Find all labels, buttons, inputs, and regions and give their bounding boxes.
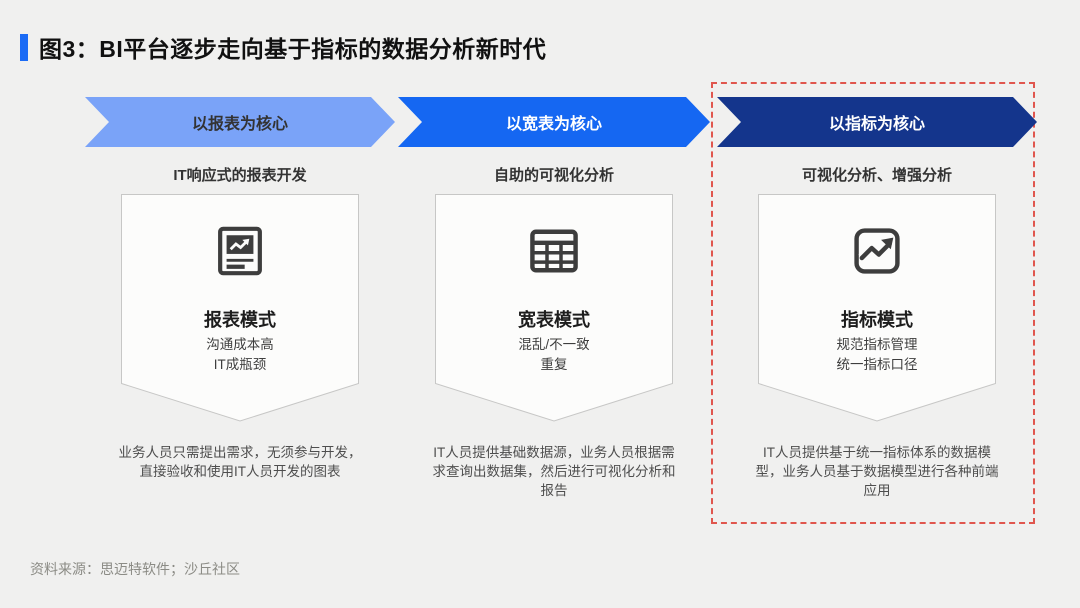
stage-subtitle: 可视化分析、增强分析 bbox=[801, 167, 952, 184]
mode-card: 指标模式 规范指标管理 统一指标口径 bbox=[758, 194, 996, 422]
figure-title: 图3：BI平台逐步走向基于指标的数据分析新时代 bbox=[39, 36, 547, 62]
source-note: 资料来源：思迈特软件；沙丘社区 bbox=[30, 561, 240, 577]
mode-trait-line: 混乱/不一致 bbox=[518, 337, 590, 352]
mode-trait-line: IT成瓶颈 bbox=[213, 357, 267, 372]
mode-title: 指标模式 bbox=[841, 310, 913, 330]
mode-trait-line: 重复 bbox=[540, 357, 568, 372]
stage-subtitle: 自助的可视化分析 bbox=[493, 167, 614, 184]
stage-column-report: 以报表为核心 IT响应式的报表开发 报表模式 沟通成本 bbox=[85, 97, 395, 481]
mode-title: 宽表模式 bbox=[518, 310, 590, 330]
stage-column-wide-table: 以宽表为核心 自助的可视化分析 宽表模式 混乱/不一致 bbox=[398, 97, 710, 500]
stage-column-metrics: 以指标为核心 可视化分析、增强分析 指标模式 规范指标管理 统一指标口径 bbox=[717, 97, 1037, 500]
mode-card: 报表模式 沟通成本高 IT成瓶颈 bbox=[121, 194, 359, 422]
title-accent-bar bbox=[20, 33, 28, 61]
shield-outline bbox=[758, 194, 996, 422]
shield-outline bbox=[121, 194, 359, 422]
table-grid-icon bbox=[526, 222, 582, 280]
mode-trait-line: 规范指标管理 bbox=[836, 337, 918, 352]
report-chart-icon bbox=[212, 222, 268, 280]
stage-arrow-banner: 以指标为核心 bbox=[717, 97, 1037, 147]
stage-arrow-banner: 以宽表为核心 bbox=[398, 97, 710, 147]
figure-title-row: 图3：BI平台逐步走向基于指标的数据分析新时代 bbox=[20, 30, 546, 64]
mode-title: 报表模式 bbox=[204, 310, 276, 330]
mode-card: 宽表模式 混乱/不一致 重复 bbox=[435, 194, 673, 422]
mode-card-content: 报表模式 沟通成本高 IT成瓶颈 bbox=[121, 194, 359, 422]
stage-description: IT人员提供基于统一指标体系的数据模型，业务人员基于数据模型进行各种前端应用 bbox=[755, 445, 999, 498]
stage-arrow-banner: 以报表为核心 bbox=[85, 97, 395, 147]
mode-card-content: 指标模式 规范指标管理 统一指标口径 bbox=[758, 194, 996, 422]
stage-description: IT人员提供基础数据源，业务人员根据需求查询出数据集，然后进行可视化分析和报告 bbox=[432, 445, 676, 498]
mode-trait-line: 统一指标口径 bbox=[836, 357, 918, 372]
trend-up-icon bbox=[849, 222, 905, 280]
stage-description: 业务人员只需提出需求，无须参与开发，直接验收和使用IT人员开发的图表 bbox=[118, 445, 362, 479]
mode-card-content: 宽表模式 混乱/不一致 重复 bbox=[435, 194, 673, 422]
mode-trait-line: 沟通成本高 bbox=[206, 337, 274, 352]
stage-subtitle: IT响应式的报表开发 bbox=[173, 167, 307, 184]
shield-outline bbox=[435, 194, 673, 422]
